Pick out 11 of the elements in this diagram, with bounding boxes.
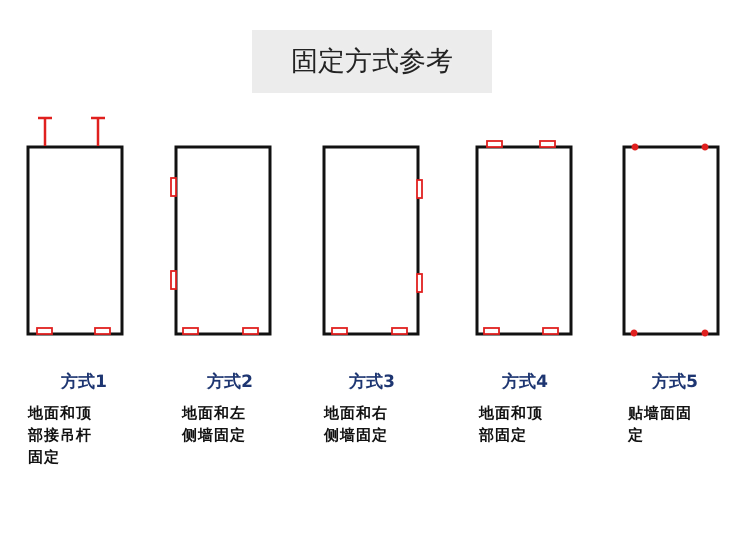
- method-description: 贴墙面固定: [628, 403, 693, 446]
- method-description: 地面和顶部固定: [479, 403, 544, 446]
- method-heading: 方式4: [502, 371, 548, 393]
- method-heading: 方式2: [207, 371, 253, 393]
- method-description: 地面和顶部接吊杆固定: [28, 403, 93, 468]
- method-heading: 方式3: [349, 371, 395, 393]
- method-description: 地面和右侧墙固定: [324, 403, 389, 446]
- title: 固定方式参考: [252, 30, 492, 93]
- method-description: 地面和左侧墙固定: [182, 403, 247, 446]
- method-heading: 方式1: [61, 371, 107, 393]
- method-heading: 方式5: [652, 371, 698, 393]
